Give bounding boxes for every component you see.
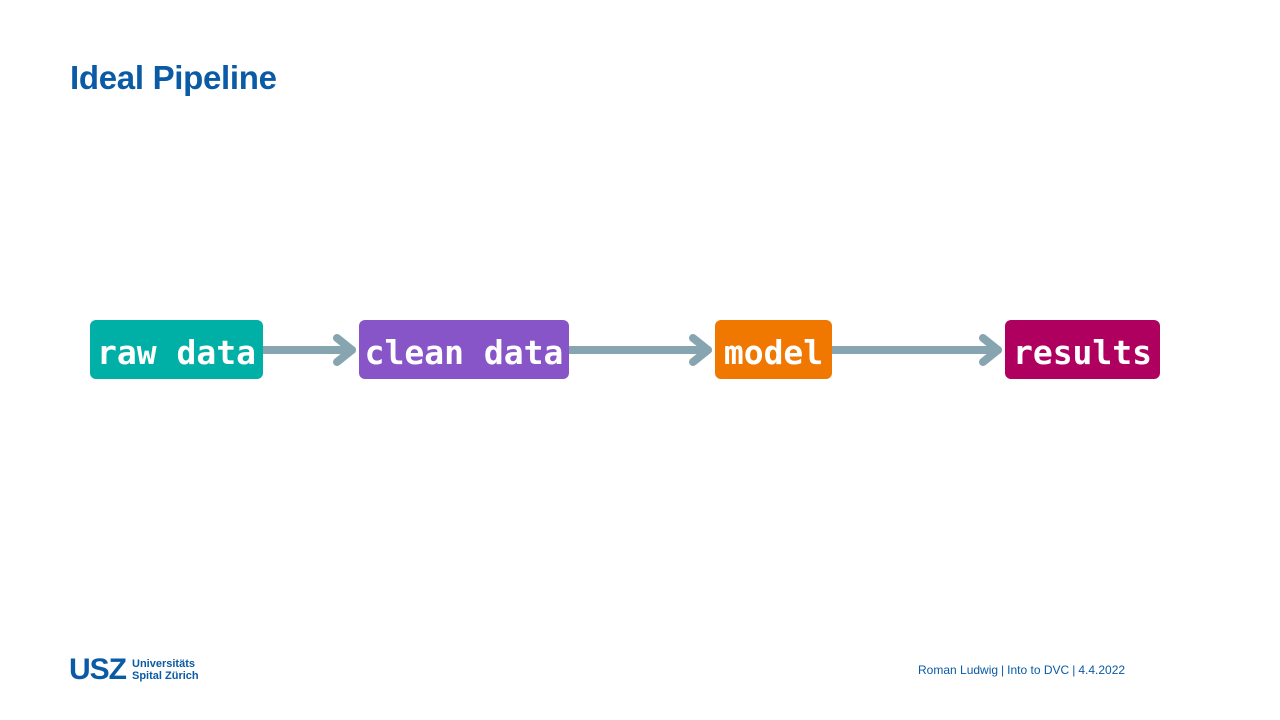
footer-talk-title: Into to DVC (1007, 663, 1070, 677)
footer-separator: | (1001, 663, 1005, 677)
usz-logo: USZ Universitäts Spital Zürich (69, 655, 199, 685)
node-model: model (715, 320, 832, 379)
logo-mark: USZ (69, 653, 127, 686)
slide-title: Ideal Pipeline (70, 59, 277, 96)
node-clean-data: clean data (359, 320, 569, 379)
footer-date: 4.4.2022 (1078, 663, 1126, 677)
logo-wordmark: Universitäts Spital Zürich (132, 658, 199, 682)
footer-separator: | (1072, 663, 1076, 677)
node-results: results (1005, 320, 1160, 379)
logo-line-1: Universitäts (132, 658, 195, 670)
arrow-clean-to-model (565, 334, 712, 366)
node-raw-data: raw data (90, 320, 263, 379)
arrow-raw-to-clean (259, 334, 356, 366)
arrow-model-to-results (828, 334, 1002, 366)
footer-author: Roman Ludwig (918, 663, 999, 677)
footer: Roman Ludwig|Into to DVC|4.4.2022 (918, 663, 1125, 677)
logo-line-2: Spital Zürich (132, 670, 199, 682)
